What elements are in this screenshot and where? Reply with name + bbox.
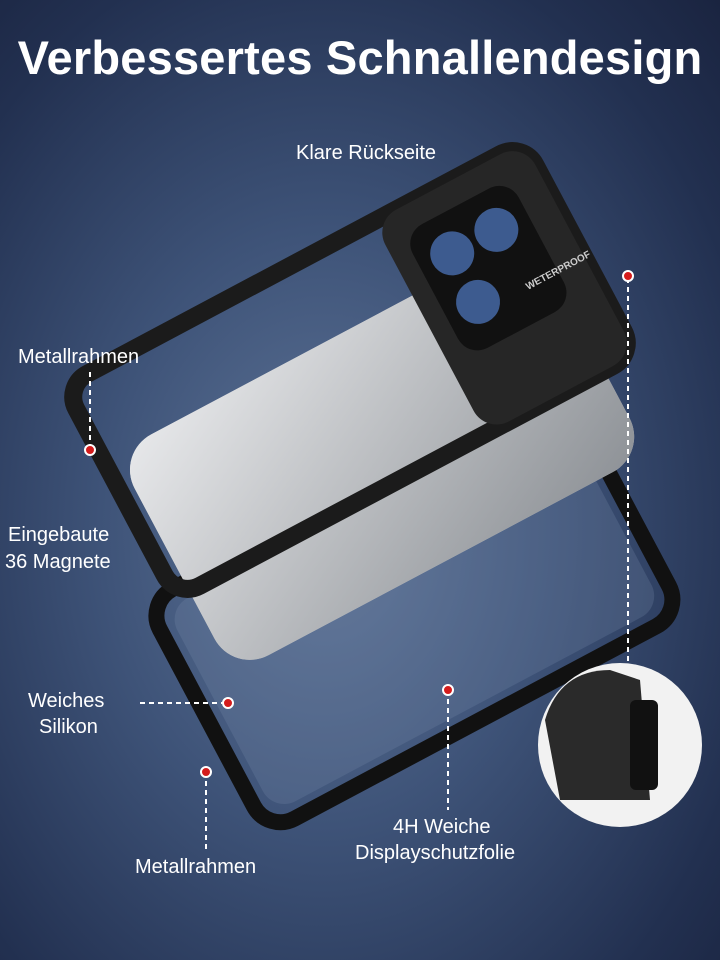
back-frame [64, 142, 636, 598]
label-silicone-2: Silikon [39, 716, 98, 738]
detail-zoom [538, 663, 702, 827]
label-back: Klare Rückseite [296, 142, 437, 164]
headline: Verbessertes Schnallendesign [17, 31, 703, 84]
marker-dots [84, 270, 634, 778]
label-silicone-1: Weiches [28, 690, 105, 712]
label-frame-bottom: Metallrahmen [135, 856, 257, 878]
label-film-2: Displayschutzfolie [355, 842, 516, 864]
label-magnets-1: Eingebaute [8, 524, 110, 546]
label-frame-top: Metallrahmen [18, 346, 140, 368]
label-magnets-2: 36 Magnete [5, 551, 111, 573]
callout-lines [89, 278, 629, 850]
label-film-1: 4H Weiche [393, 816, 491, 838]
